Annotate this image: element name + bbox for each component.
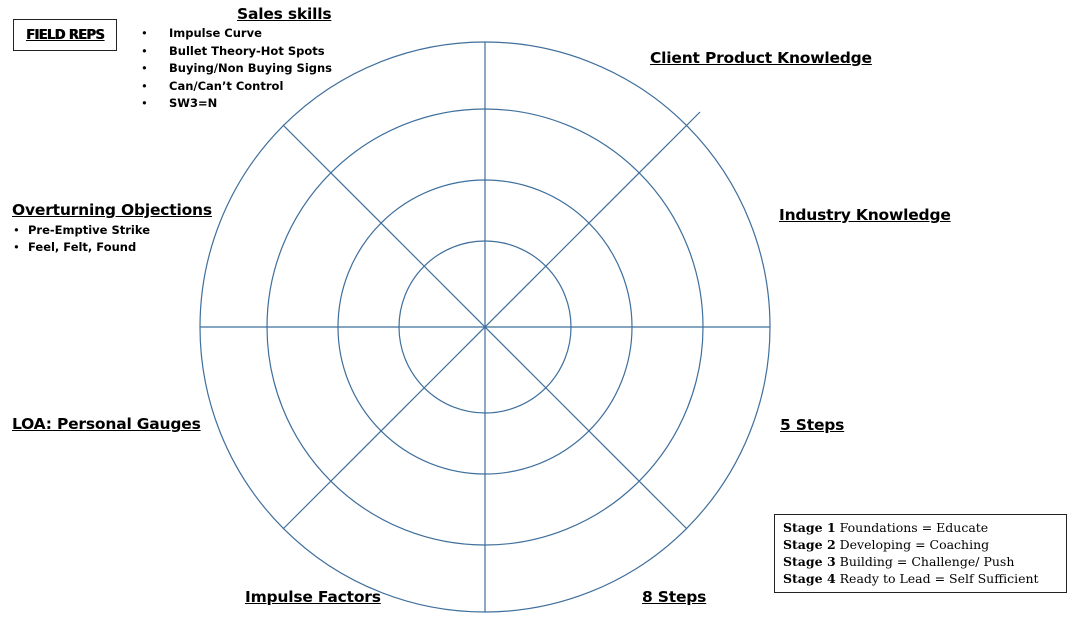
heading-8-steps: 8 Steps	[642, 588, 707, 606]
legend-stage-text: Foundations = Educate	[839, 520, 989, 535]
legend-stage-label: Stage 3	[783, 554, 836, 569]
legend-row-4: Stage 4 Ready to Lead = Self Sufficient	[783, 570, 1058, 587]
heading-client-product-knowledge: Client Product Knowledge	[650, 49, 872, 67]
legend-stage-label: Stage 2	[783, 537, 836, 552]
legend-stage-label: Stage 1	[783, 520, 836, 535]
list-item: Impulse Curve	[141, 26, 332, 44]
field-reps-label: FIELD REPS	[26, 27, 105, 43]
list-item: Buying/Non Buying Signs	[141, 61, 332, 79]
legend-stage-text: Developing = Coaching	[839, 537, 990, 552]
legend-row-3: Stage 3 Building = Challenge/ Push	[783, 553, 1058, 570]
legend-row-2: Stage 2 Developing = Coaching	[783, 536, 1058, 553]
field-reps-badge: FIELD REPS	[13, 19, 117, 51]
heading-sales-skills: Sales skills	[237, 5, 332, 23]
heading-loa-personal-gauges: LOA: Personal Gauges	[12, 415, 201, 433]
stage-legend: Stage 1 Foundations = Educate Stage 2 De…	[774, 514, 1067, 593]
legend-stage-label: Stage 4	[783, 571, 836, 586]
list-item: SW3=N	[141, 96, 332, 114]
heading-industry-knowledge: Industry Knowledge	[779, 206, 951, 224]
list-item: Can/Can’t Control	[141, 79, 332, 97]
legend-stage-text: Ready to Lead = Self Sufficient	[839, 571, 1039, 586]
heading-overturning-objections: Overturning Objections	[12, 201, 212, 219]
heading-5-steps: 5 Steps	[780, 416, 845, 434]
legend-stage-text: Building = Challenge/ Push	[839, 554, 1015, 569]
heading-impulse-factors: Impulse Factors	[245, 588, 381, 606]
legend-row-1: Stage 1 Foundations = Educate	[783, 519, 1058, 536]
wheel-spoke-tick	[686, 111, 701, 126]
list-item: Bullet Theory-Hot Spots	[141, 44, 332, 62]
sales-skills-list: Impulse Curve Bullet Theory-Hot Spots Bu…	[141, 26, 332, 114]
list-item: Pre-Emptive Strike	[13, 223, 150, 240]
objections-list: Pre-Emptive Strike Feel, Felt, Found	[13, 223, 150, 257]
wheel-spoke-diagonal-b	[282, 124, 688, 530]
list-item: Feel, Felt, Found	[13, 240, 150, 257]
